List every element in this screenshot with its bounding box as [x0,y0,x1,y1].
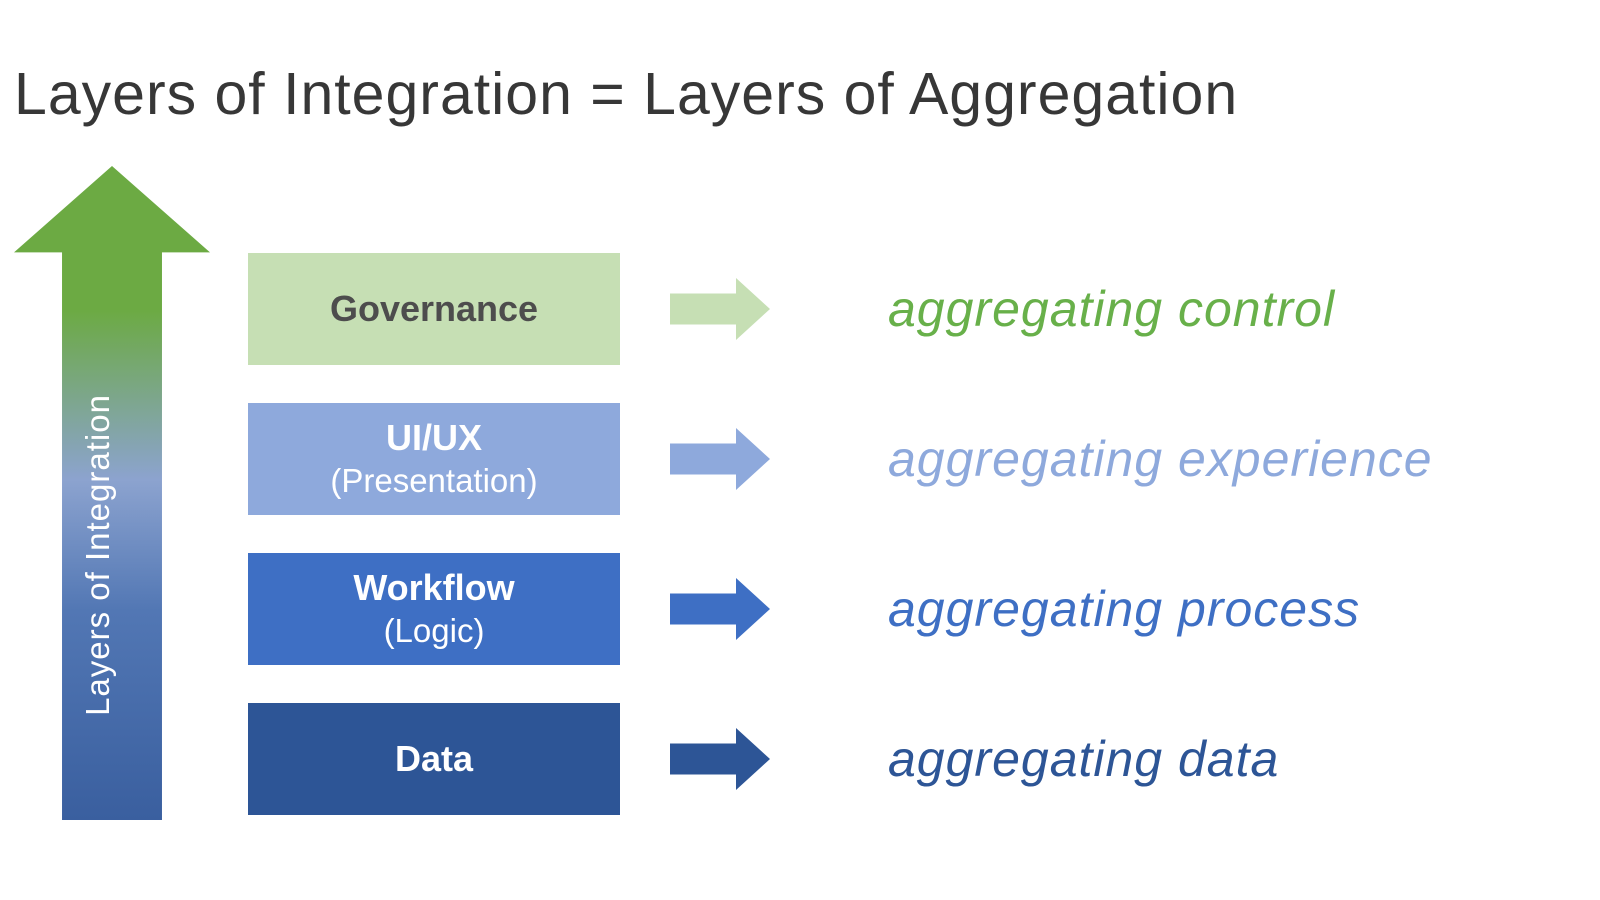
aggregation-label: aggregating data [888,731,1280,787]
right-arrow-icon [670,578,770,640]
aggregation-label: aggregating experience [888,431,1433,487]
layer-box-subtitle: (Logic) [383,612,485,649]
layer-box-title: Workflow [353,567,515,608]
layer-box-workflow: Workflow (Logic) [248,553,620,665]
layer-box-title: UI/UX [385,417,482,458]
aggregation-label: aggregating control [888,281,1336,337]
aggregation-label: aggregating process [888,581,1361,637]
layer-row-governance: Governance aggregating control [0,253,1600,365]
layer-row-uiux: UI/UX (Presentation) aggregating experie… [0,403,1600,515]
layer-box-title: Data [394,738,474,779]
right-arrow-icon [670,428,770,490]
page-title: Layers of Integration = Layers of Aggreg… [14,61,1239,127]
layer-box-governance: Governance [248,253,620,365]
layer-row-data: Data aggregating data [0,703,1600,815]
right-arrow-icon [670,728,770,790]
right-arrow-icon [670,278,770,340]
layer-box-subtitle: (Presentation) [330,462,538,499]
layer-row-workflow: Workflow (Logic) aggregating process [0,553,1600,665]
layer-box-uiux: UI/UX (Presentation) [248,403,620,515]
layer-box-title: Governance [329,288,539,329]
layer-box-data: Data [248,703,620,815]
